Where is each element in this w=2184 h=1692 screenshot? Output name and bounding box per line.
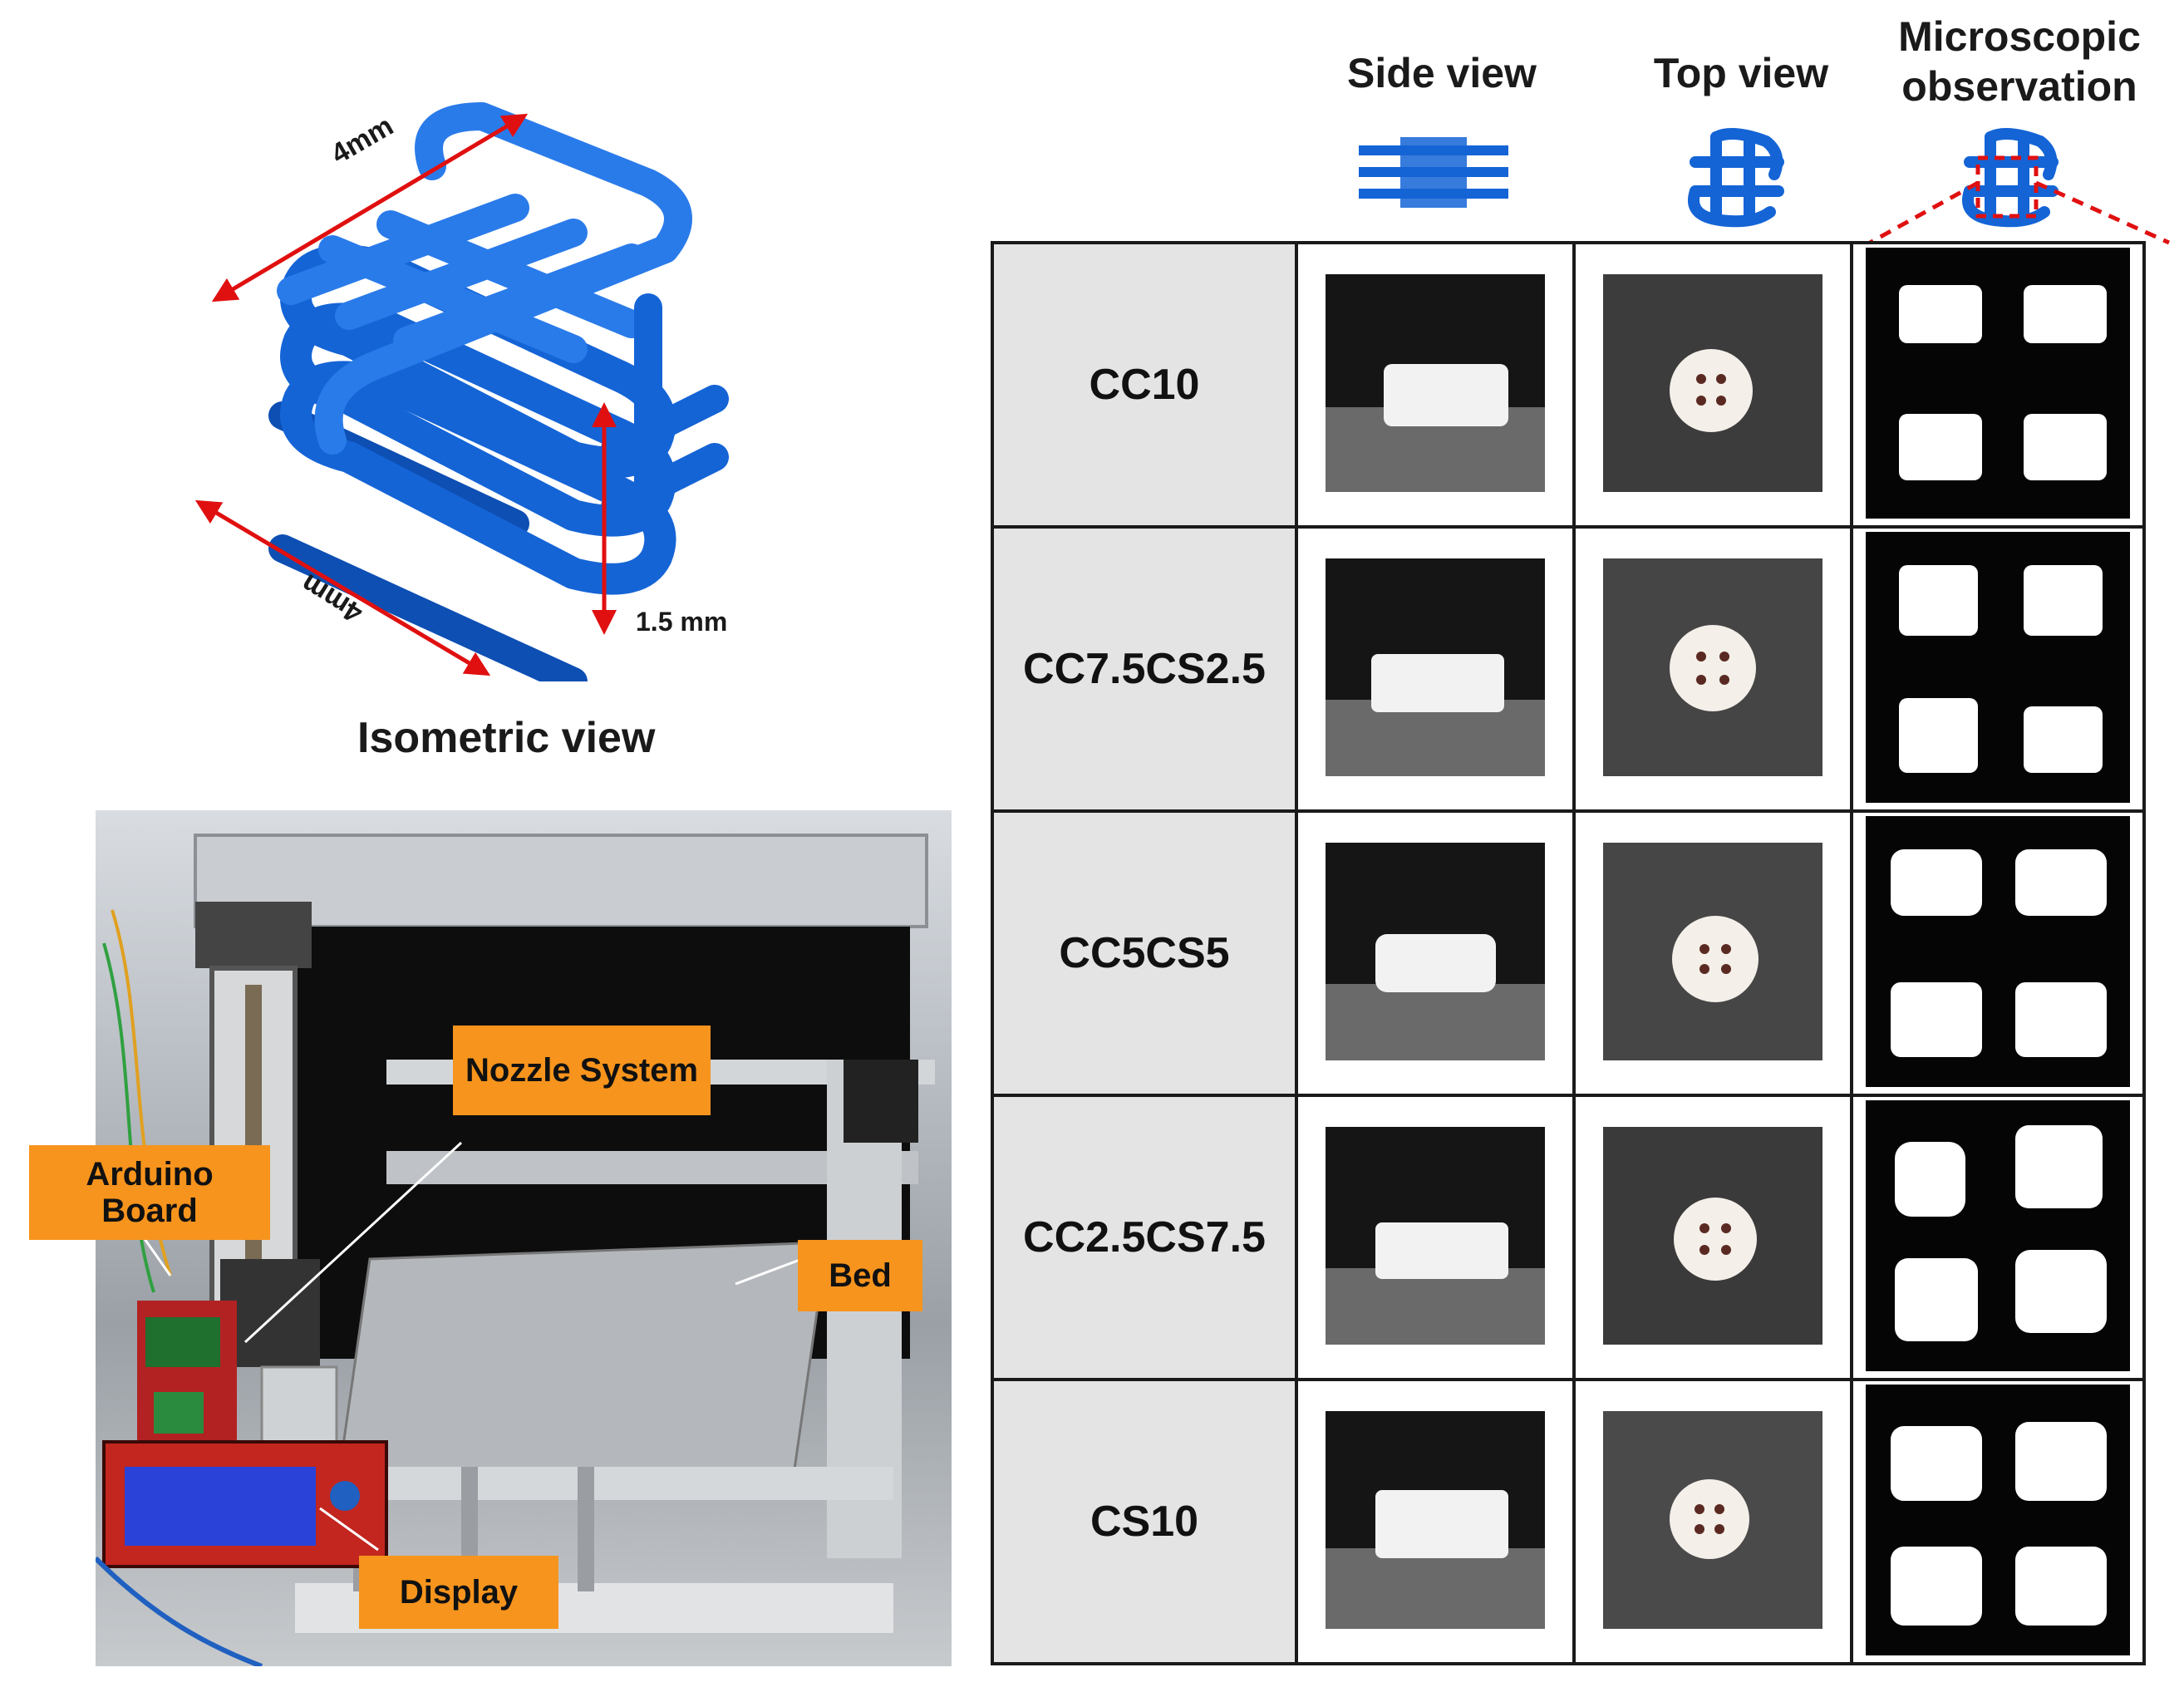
micro-photo-cell bbox=[1850, 1094, 2146, 1381]
tag-display: Display bbox=[359, 1556, 558, 1629]
side-view-photo-cell bbox=[1295, 1378, 1576, 1665]
table-row: CC2.5CS7.5 bbox=[991, 1094, 2146, 1381]
header-side-view: Side view bbox=[1347, 50, 1537, 96]
side-view-photo bbox=[1326, 273, 1545, 492]
side-view-icon bbox=[1359, 137, 1508, 208]
micro-photo-cell bbox=[1850, 1378, 2146, 1665]
side-view-photo bbox=[1326, 558, 1545, 776]
side-view-photo bbox=[1326, 1126, 1545, 1345]
header-top-view: Top view bbox=[1653, 50, 1829, 96]
row-name: CC2.5CS7.5 bbox=[991, 1094, 1298, 1381]
tag-arduino-board: Arduino Board bbox=[29, 1145, 270, 1240]
isometric-caption: Isometric view bbox=[357, 714, 656, 762]
micro-view-icon bbox=[1962, 128, 2059, 228]
header-microscopic-observation: Microscopic observation bbox=[1898, 13, 2141, 110]
micro-photo-cell bbox=[1850, 809, 2146, 1097]
top-view-photo bbox=[1603, 1410, 1822, 1629]
results-table: CC10 CC7.5CS2.5 bbox=[991, 241, 2146, 1665]
table-row: CC10 bbox=[991, 241, 2146, 529]
top-view-photo-cell bbox=[1572, 1378, 1853, 1665]
top-view-photo-cell bbox=[1572, 525, 1853, 813]
micro-photo-cell bbox=[1850, 241, 2146, 529]
dimension-arrows bbox=[194, 113, 617, 676]
side-view-photo-cell bbox=[1295, 809, 1576, 1097]
row-name: CS10 bbox=[991, 1378, 1298, 1665]
micro-photo bbox=[1866, 531, 2130, 803]
top-view-photo bbox=[1603, 842, 1822, 1060]
top-width-arrow bbox=[211, 113, 529, 302]
top-view-photo-cell bbox=[1572, 241, 1853, 529]
side-view-photo-cell bbox=[1295, 241, 1576, 529]
dim-label-height: 1.5 mm bbox=[636, 607, 728, 637]
zoom-indicator bbox=[1868, 155, 2171, 245]
top-view-photo bbox=[1603, 1126, 1822, 1345]
micro-photo-cell bbox=[1850, 525, 2146, 813]
side-view-photo-cell bbox=[1295, 1094, 1576, 1381]
table-row: CC7.5CS2.5 bbox=[991, 525, 2146, 813]
side-view-photo bbox=[1326, 1410, 1545, 1629]
top-view-photo bbox=[1603, 273, 1822, 492]
table-row: CC5CS5 bbox=[991, 809, 2146, 1097]
side-view-photo bbox=[1326, 842, 1545, 1060]
row-name: CC5CS5 bbox=[991, 809, 1298, 1097]
top-view-photo-cell bbox=[1572, 809, 1853, 1097]
top-view-photo bbox=[1603, 558, 1822, 776]
micro-photo bbox=[1866, 815, 2130, 1087]
bottom-depth-arrow bbox=[194, 499, 491, 676]
tag-bed: Bed bbox=[798, 1240, 922, 1311]
row-name: CC10 bbox=[991, 241, 1298, 529]
table-row: CS10 bbox=[991, 1378, 2146, 1665]
micro-photo bbox=[1866, 1384, 2130, 1655]
top-view-photo-cell bbox=[1572, 1094, 1853, 1381]
row-name: CC7.5CS2.5 bbox=[991, 525, 1298, 813]
micro-photo bbox=[1866, 247, 2130, 519]
micro-photo bbox=[1866, 1099, 2130, 1371]
tag-nozzle-system: Nozzle System bbox=[453, 1026, 711, 1115]
top-view-icon bbox=[1688, 128, 1784, 228]
side-view-photo-cell bbox=[1295, 525, 1576, 813]
